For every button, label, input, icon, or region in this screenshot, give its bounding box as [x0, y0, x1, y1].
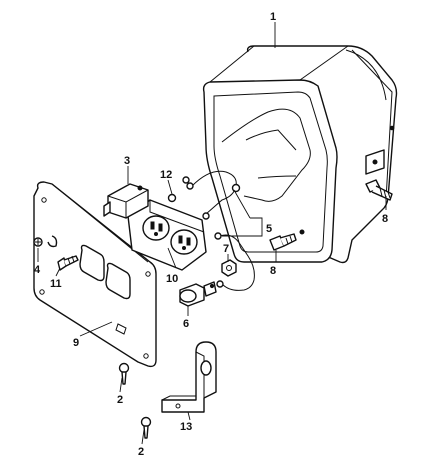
- callout-2-upper: 2: [117, 394, 123, 406]
- screw-11: [57, 255, 79, 271]
- screw-2-lower: [140, 416, 152, 439]
- callout-3: 3: [124, 155, 130, 167]
- knob: [179, 281, 217, 307]
- callout-13: 13: [180, 421, 192, 433]
- callout-5: 5: [266, 223, 272, 235]
- callout-6: 6: [183, 318, 189, 330]
- wire-lead-upper: [186, 170, 241, 220]
- wire-lead-lower: [214, 232, 255, 291]
- callout-11: 11: [50, 278, 62, 290]
- callout-1: 1: [270, 11, 276, 23]
- callout-4: 4: [34, 264, 41, 276]
- callout-8-center: 8: [270, 265, 276, 277]
- callout-8-right: 8: [382, 213, 388, 225]
- housing-box: [202, 45, 398, 264]
- callout-lines: [37, 22, 387, 445]
- bolt-right: [365, 179, 393, 201]
- clip-bracket: [103, 183, 149, 219]
- receptacle: [127, 199, 207, 271]
- callout-2-lower: 2: [138, 446, 144, 458]
- l-bracket: [161, 341, 217, 413]
- callout-labels: 1 2 2 3 4 5 6 7 8 8 9 10 11 12 13: [34, 11, 388, 458]
- bolt-center: [269, 233, 297, 251]
- screw-2-upper: [118, 362, 130, 385]
- small-screw-12: [167, 176, 190, 203]
- mounting-plate: [33, 181, 157, 368]
- hex-nut: [221, 259, 237, 277]
- callout-10: 10: [166, 273, 178, 285]
- callout-7: 7: [223, 243, 229, 255]
- callout-9: 9: [73, 337, 79, 349]
- callout-12: 12: [160, 169, 172, 181]
- screw-4: [33, 235, 58, 248]
